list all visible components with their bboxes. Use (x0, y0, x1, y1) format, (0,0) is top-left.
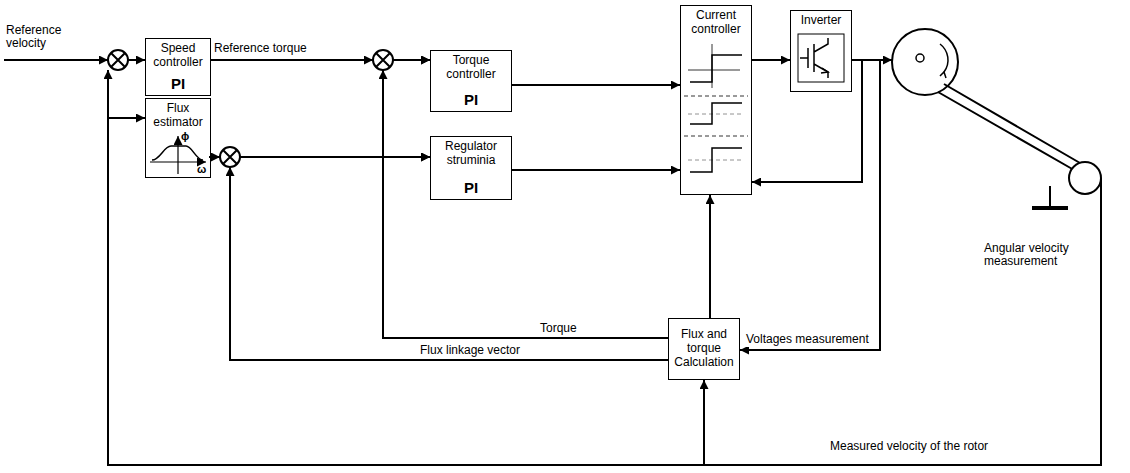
signal-arrow (512, 169, 680, 171)
signal-arrow (230, 157, 668, 360)
block-title: Inverter (801, 14, 842, 28)
block-title: Flux estimator (149, 102, 207, 130)
signal-arrow (512, 84, 680, 86)
annotation-label: ϕ (181, 130, 189, 142)
block-title: Flux and torque Calculation (672, 328, 736, 369)
block-type: PI (171, 75, 185, 92)
block-box: Flux and torque Calculation (668, 318, 740, 380)
annotation-label: Reference velocity (6, 24, 78, 50)
block-type: PI (464, 91, 478, 108)
block-title: Torque controller (434, 54, 508, 82)
annotation-label: Angular velocity measurement (984, 242, 1096, 268)
block-box: Regulator struminiaPI (430, 136, 512, 200)
signal-arrow (709, 195, 711, 318)
block-box: Inverter (790, 10, 852, 92)
block-title: Speed controller (149, 42, 207, 70)
signal-label: Torque (540, 322, 577, 336)
annotation-label: Measured velocity of the rotor (830, 440, 988, 453)
annotation-label: ω (197, 163, 206, 175)
block-box: Speed controllerPI (145, 38, 211, 96)
signal-label: Reference torque (214, 42, 307, 56)
signal-arrow (383, 60, 668, 338)
block-title: Regulator struminia (434, 140, 508, 168)
signal-arrow (752, 59, 790, 61)
block-title: Current controller (684, 9, 748, 37)
block-type: PI (464, 179, 478, 196)
signal-arrow (752, 60, 862, 182)
block-box: Current controller (680, 5, 752, 195)
signal-label: Flux linkage vector (420, 344, 520, 358)
signal-arrow (740, 60, 880, 350)
signal-label: Voltages measurement (746, 333, 869, 347)
block-box: Torque controllerPI (430, 50, 512, 112)
